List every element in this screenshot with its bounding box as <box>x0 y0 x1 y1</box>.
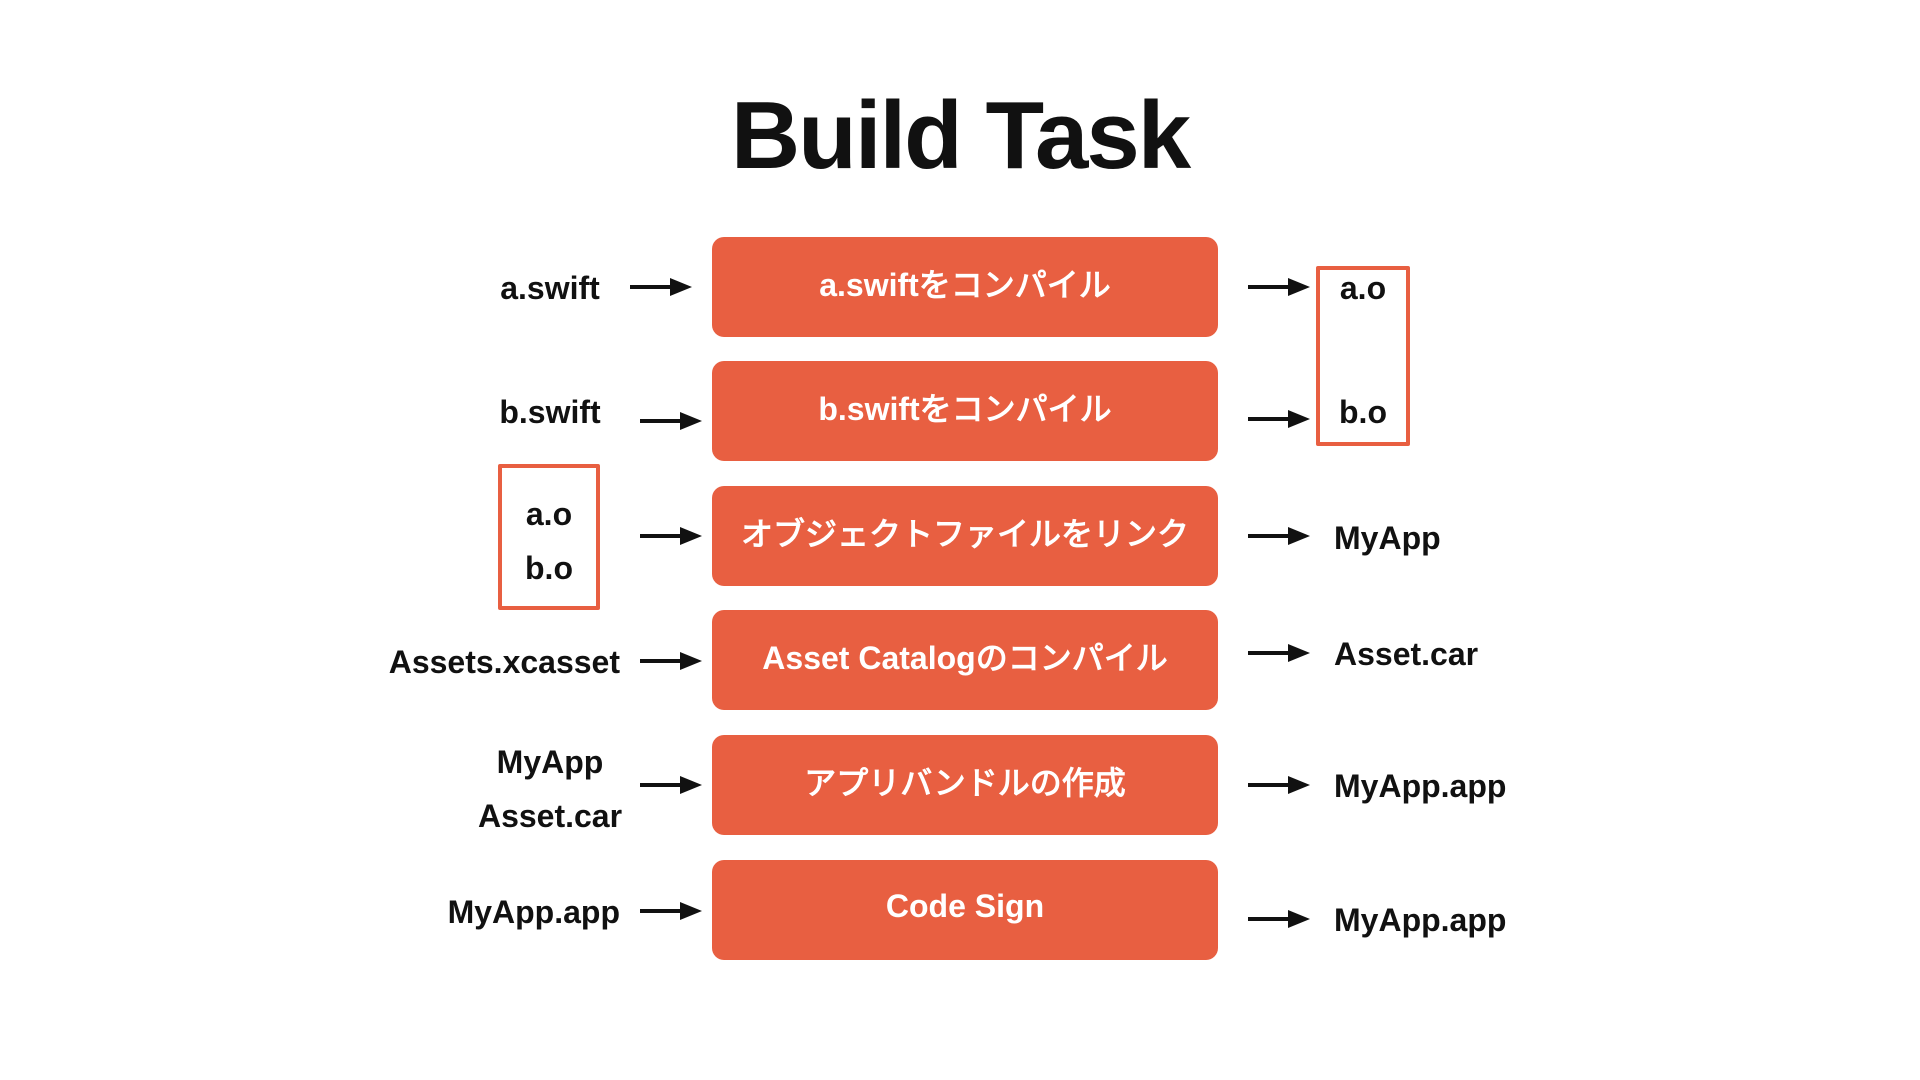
output-asset-car: Asset.car <box>1334 636 1479 672</box>
arrow-right-icon <box>1248 910 1310 928</box>
task-compile-asset-catalog: Asset Catalogのコンパイル <box>712 610 1218 710</box>
arrow-right-icon <box>1248 644 1310 662</box>
output-a-o: a.o <box>1339 270 1387 306</box>
arrow-right-icon <box>1248 410 1310 428</box>
arrow-right-icon <box>1248 278 1310 296</box>
task-create-app-bundle: アプリバンドルの作成 <box>712 735 1218 835</box>
task-code-sign: Code Sign <box>712 860 1218 960</box>
output-b-o: b.o <box>1339 394 1387 430</box>
input-myapp: MyApp <box>496 744 604 780</box>
input-objects-highlight-box <box>498 464 600 610</box>
arrow-right-icon <box>1248 527 1310 545</box>
arrow-right-icon <box>640 527 702 545</box>
input-asset-car: Asset.car <box>477 798 623 834</box>
output-objects-highlight-box <box>1316 266 1410 446</box>
input-a-swift: a.swift <box>500 270 600 306</box>
input-b-o: b.o <box>525 550 573 586</box>
arrow-right-icon <box>640 776 702 794</box>
output-myapp-app: MyApp.app <box>1334 768 1507 804</box>
task-link-objects: オブジェクトファイルをリンク <box>712 486 1218 586</box>
input-myapp-app: MyApp.app <box>447 894 620 930</box>
arrow-right-icon <box>640 412 702 430</box>
task-compile-b-swift: b.swiftをコンパイル <box>712 361 1218 461</box>
task-compile-a-swift: a.swiftをコンパイル <box>712 237 1218 337</box>
arrow-right-icon <box>1248 776 1310 794</box>
input-a-o: a.o <box>525 496 573 532</box>
arrow-right-icon <box>630 278 692 296</box>
input-b-swift: b.swift <box>499 394 601 430</box>
arrow-right-icon <box>640 902 702 920</box>
output-myapp-app-signed: MyApp.app <box>1334 902 1507 938</box>
slide-title: Build Task <box>730 82 1191 189</box>
input-assets-xcasset: Assets.xcasset <box>388 644 620 680</box>
output-myapp: MyApp <box>1334 520 1441 556</box>
arrow-right-icon <box>640 652 702 670</box>
